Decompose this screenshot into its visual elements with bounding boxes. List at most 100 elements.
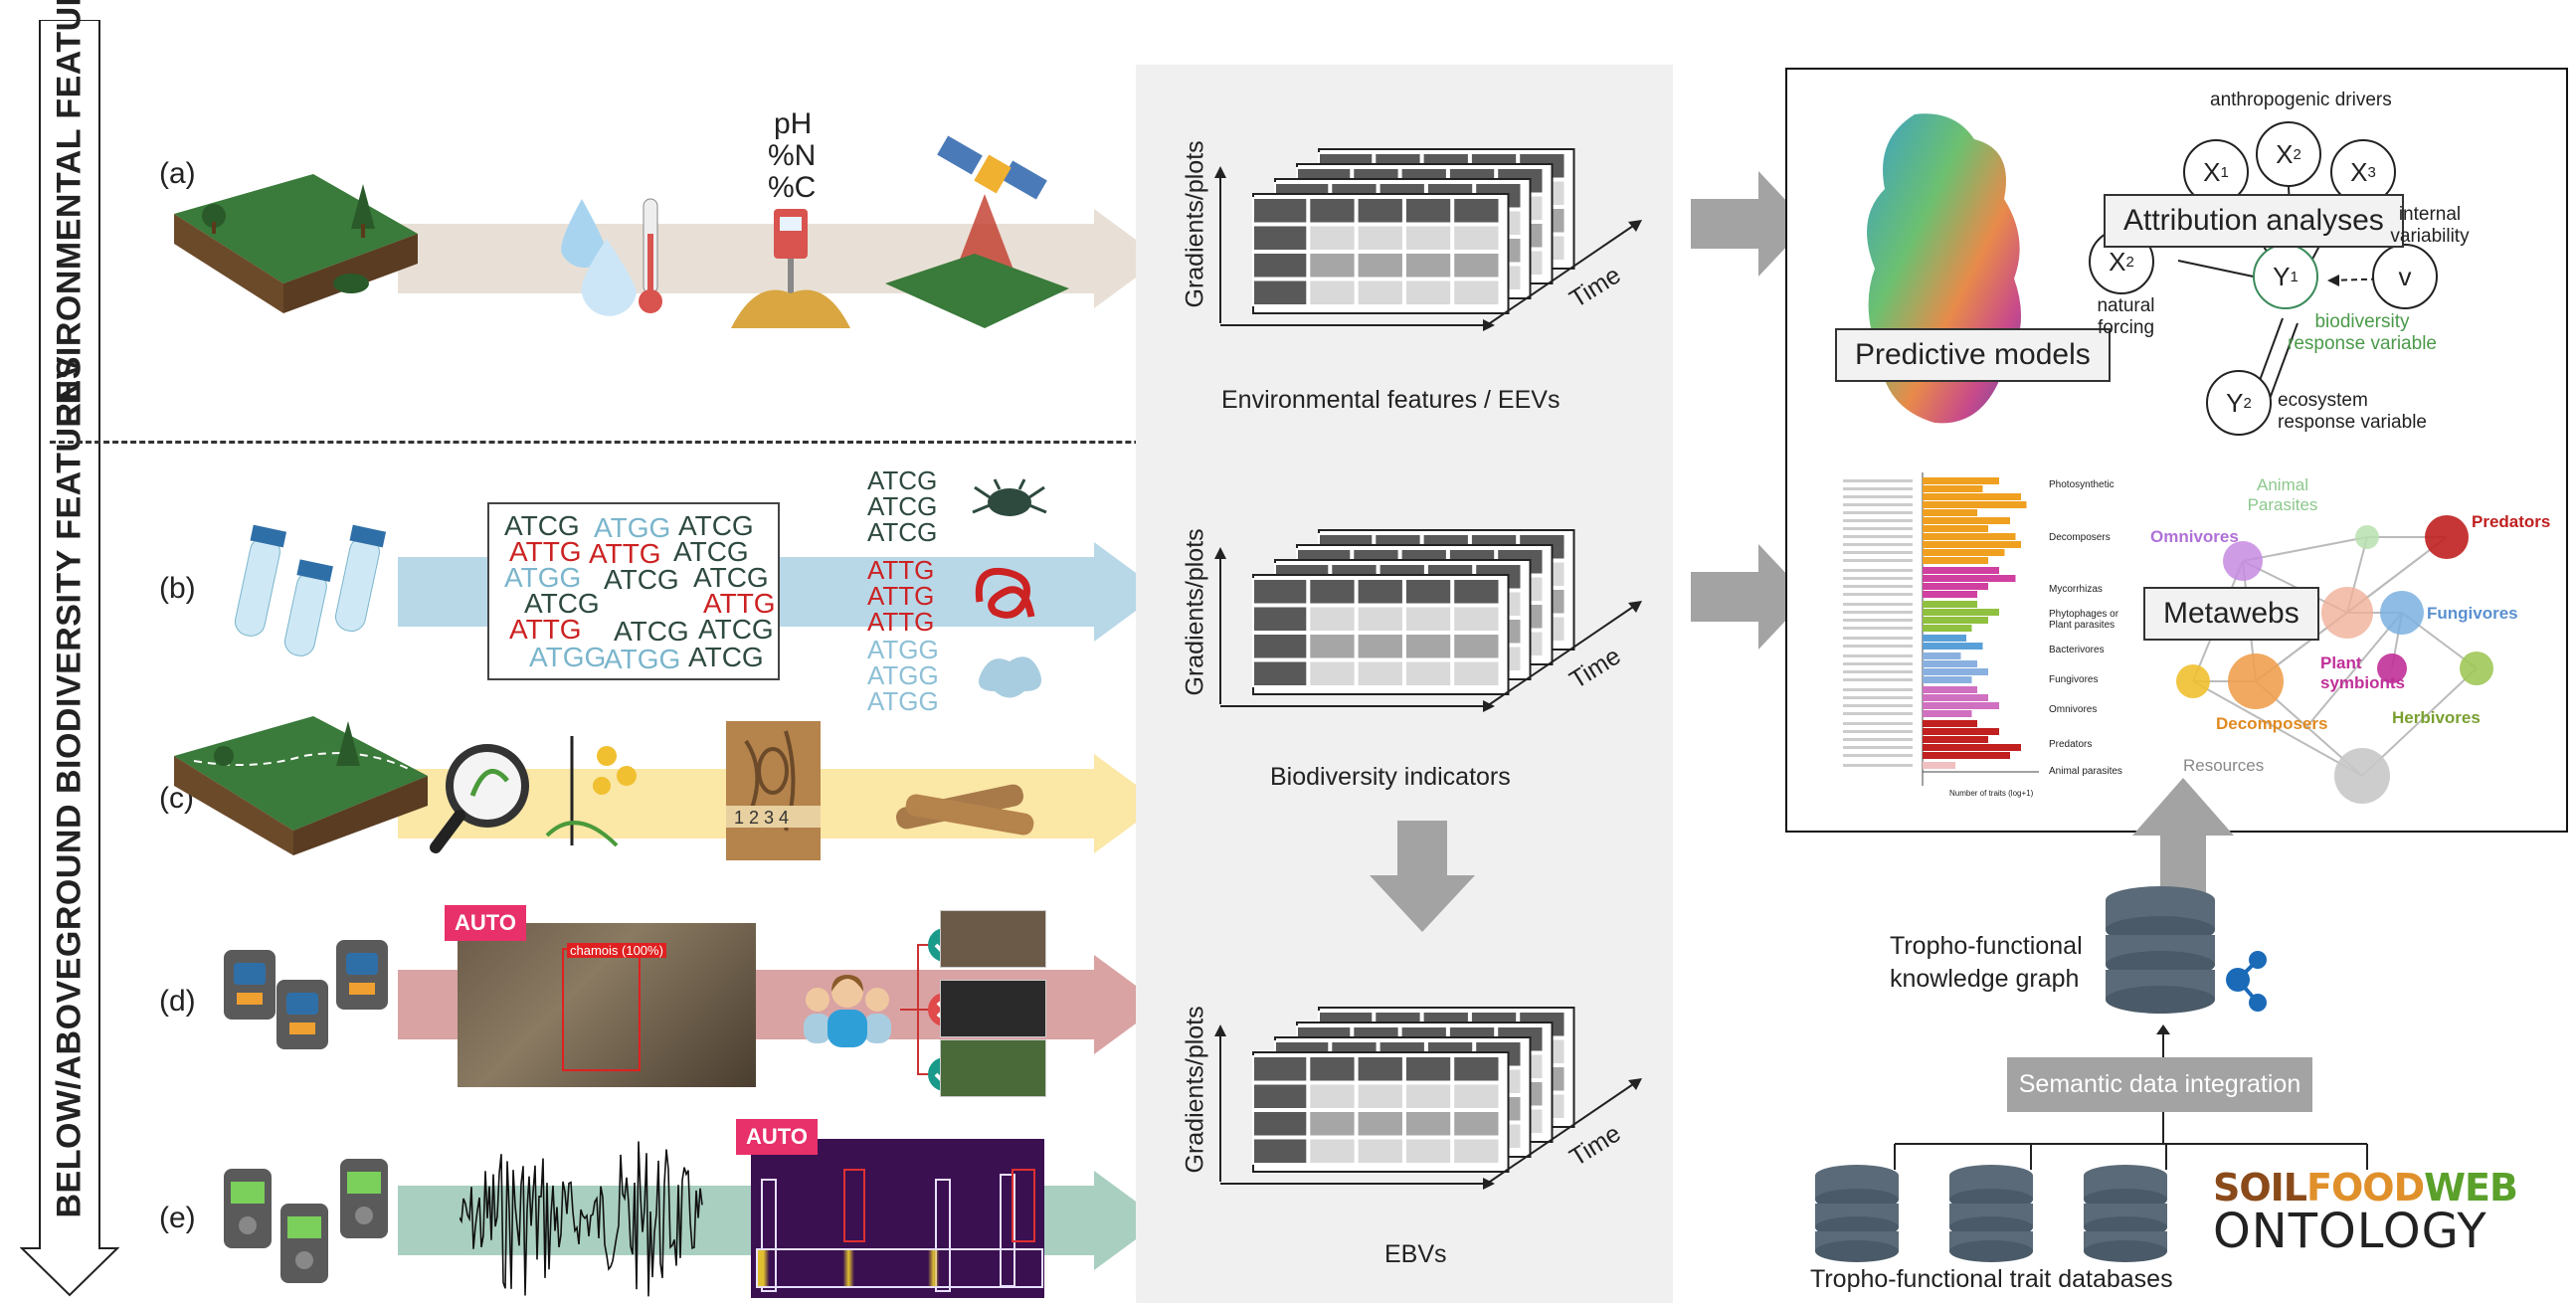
node-v: v (2372, 244, 2438, 309)
time-axis (1486, 1081, 1637, 1185)
bar (1923, 517, 2010, 524)
time-axis-arrowhead (1628, 1078, 1642, 1090)
satellite-icon (885, 135, 1069, 328)
guild-label: Predators (2049, 739, 2093, 750)
node-label-decomposers: Decomposers (2216, 714, 2328, 733)
bar (1923, 676, 1972, 683)
grid-cell (1356, 197, 1404, 225)
sidebar-arrow (20, 20, 119, 1297)
bar (1923, 609, 1999, 616)
bar-category-label (1843, 593, 1913, 596)
nitrogen-label: %N (768, 139, 817, 172)
y-axis-arrowhead (1214, 166, 1226, 178)
thumb-photo-2 (940, 980, 1046, 1037)
bar-category-label (1843, 559, 1913, 562)
bar-category-label (1843, 487, 1913, 490)
water-thermometer-icon (561, 198, 662, 316)
node-label-fungivores: Fungivores (2427, 604, 2518, 623)
carbon-label: %C (768, 171, 817, 204)
grid-cell (1252, 1055, 1309, 1083)
grid-cell (1403, 224, 1453, 252)
x-axis-arrowhead (1483, 1178, 1495, 1190)
bar-category-label (1843, 551, 1913, 554)
grid-cell (1452, 633, 1501, 660)
dna-seq: ATTG (867, 555, 935, 585)
grid-cell (1356, 279, 1404, 306)
grid-cell (1308, 279, 1357, 306)
bar (1923, 736, 1988, 743)
ebv-grid-stack: Time (1214, 1007, 1642, 1190)
bar-category-label (1843, 585, 1913, 588)
dna-group-dark: ATCG ATCG ATCG (867, 467, 937, 545)
grid-cell (1403, 279, 1453, 306)
bar-category-label (1843, 611, 1913, 614)
dna-seq: ATCG (698, 614, 774, 645)
bar (1923, 710, 1972, 717)
dna-group-red: ATTG ATTG ATTG (867, 557, 934, 635)
row-label-e: (e) (159, 1202, 196, 1234)
camera-traps-icon (224, 940, 388, 1049)
grid-cell (1452, 605, 1501, 633)
bar (1923, 501, 2027, 508)
bar-category-label (1843, 764, 1913, 767)
integration-up-arrow (2156, 1024, 2170, 1058)
bar-category-label (1843, 577, 1913, 580)
bar (1923, 660, 1977, 667)
dna-seq: ATGG (867, 635, 939, 664)
bar-category-label (1843, 654, 1913, 657)
dna-seq: ATTG (589, 538, 661, 569)
dna-seq: ATCG (678, 510, 754, 541)
dna-seq: ATGG (504, 562, 582, 593)
grid-cell (1452, 1137, 1501, 1165)
trait-database-icon (2084, 1165, 2167, 1262)
node-label-omnivores: Omnivores (2150, 527, 2239, 546)
grid-cell (1252, 197, 1309, 225)
waveform-line (460, 1141, 703, 1297)
bar-category-label (1843, 637, 1913, 640)
dna-seq: ATTG (509, 614, 582, 645)
grid-cell (1308, 659, 1357, 687)
grid-cell (1252, 1137, 1309, 1165)
grid-cell (1308, 605, 1357, 633)
sample-tubes-icon (234, 524, 387, 656)
y-axis-label: Gradients/plots (1181, 528, 1209, 696)
bar (1923, 525, 1988, 532)
trait-databases-label: Tropho-functional trait databases (1810, 1265, 2173, 1293)
bar (1923, 591, 1977, 598)
guild-label: Mycorrhizas (2049, 584, 2103, 595)
grid-cell (1356, 578, 1404, 606)
transect-landscape-icon (174, 716, 428, 855)
camera-photo: chamois (100%) (458, 923, 756, 1087)
grid-cell (1403, 197, 1453, 225)
time-axis (1486, 223, 1637, 326)
spec-box (761, 1179, 777, 1292)
ebv-caption: EBVs (1384, 1240, 1447, 1268)
guild-label: Fungivores (2049, 674, 2099, 685)
grid-cell (1308, 1110, 1357, 1138)
env-grid-stack: Time (1214, 148, 1642, 331)
bar (1923, 617, 1988, 624)
env-caption: Environmental features / EEVs (1221, 386, 1561, 414)
guild-label: Phytophages or Plant parasites (2049, 609, 2119, 631)
bar-category-label (1843, 704, 1913, 707)
bar (1923, 509, 1977, 516)
grid-cell (1252, 605, 1309, 633)
tree-trunk-icon: 1 2 3 4 (726, 721, 821, 860)
bar (1923, 744, 2021, 751)
dna-seq: ATGG (604, 644, 681, 674)
bar (1923, 549, 2005, 556)
grid-cell (1403, 578, 1453, 606)
spec-box (1012, 1169, 1035, 1242)
down-arrow (1370, 821, 1475, 932)
predictive-map (1867, 113, 2022, 424)
logo-title: SOILFOODWEB (2213, 1166, 2518, 1210)
bar (1923, 541, 2021, 548)
y-axis-label: Gradients/plots (1181, 1006, 1209, 1174)
grid-cell (1356, 224, 1404, 252)
spec-box (935, 1179, 951, 1292)
bio-caption: Biodiversity indicators (1270, 763, 1511, 791)
audio-recorders-icon (224, 1159, 388, 1283)
grid-cell (1252, 252, 1309, 279)
bio-grid-stack: Time (1214, 529, 1642, 712)
bar (1923, 635, 1966, 642)
